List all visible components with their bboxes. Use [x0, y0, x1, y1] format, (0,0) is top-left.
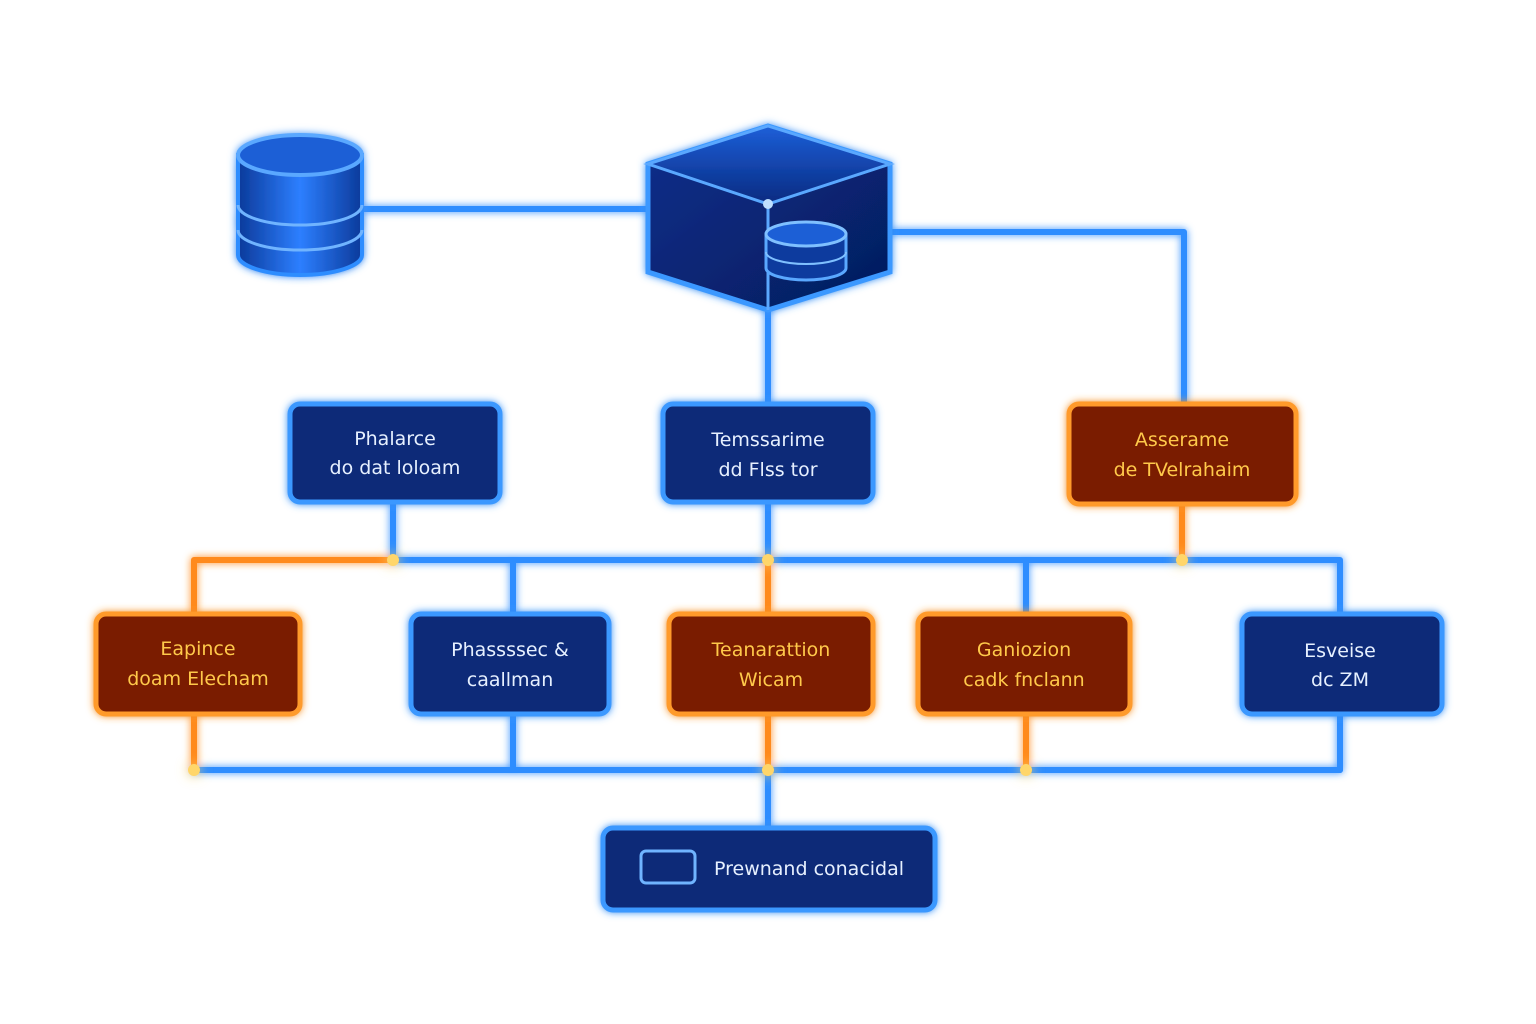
node-mid-2-line2: caallman	[467, 669, 553, 691]
node-top-right-line2: de TVelrahaim	[1114, 459, 1251, 481]
node-mid-4-line2: cadk fnclann	[963, 669, 1084, 691]
node-top-center-line1: Temssarime	[710, 429, 824, 451]
node-mid-4[interactable]	[915, 611, 1133, 717]
junction-dot	[387, 554, 399, 566]
node-bottom[interactable]	[600, 825, 938, 913]
junction-dots	[188, 554, 1188, 776]
node-mid-5[interactable]	[1239, 611, 1445, 717]
junction-dot	[1020, 764, 1032, 776]
node-mid-5-line1: Esveise	[1304, 640, 1376, 662]
connector-hub-to-top-right	[887, 229, 1187, 407]
junction-dot	[188, 764, 200, 776]
node-mid-5-line2: dc ZM	[1311, 669, 1369, 691]
node-mid-2-line1: Phassssec &	[451, 639, 569, 661]
node-mid-3-line2: Wicam	[739, 669, 803, 691]
upper-bus-orange-left	[191, 557, 396, 617]
junction-dot	[1176, 554, 1188, 566]
node-mid-4-line1: Ganiozion	[977, 639, 1071, 661]
node-top-left[interactable]	[287, 401, 503, 505]
node-top-center-line2: dd Flss tor	[718, 459, 817, 481]
node-mid-1[interactable]	[93, 611, 303, 717]
node-labels: Phalarce do dat loloam Temssarime dd Fls…	[127, 428, 1376, 880]
bottom-node-icon-box	[639, 849, 697, 885]
node-mid-3-line1: Teanarattion	[711, 639, 831, 661]
node-mid-2[interactable]	[408, 611, 612, 717]
node-top-right[interactable]	[1066, 401, 1299, 507]
node-boxes	[93, 401, 1445, 913]
node-mid-1-line2: doam Elecham	[127, 668, 269, 690]
node-mid-3[interactable]	[666, 611, 876, 717]
node-bottom-label: Prewnand conacidal	[714, 858, 904, 880]
node-top-left-line1: Phalarce	[354, 428, 436, 450]
node-top-center[interactable]	[660, 401, 876, 505]
upper-bus-blue	[390, 557, 1343, 617]
hub-cube-icon	[643, 123, 895, 313]
node-top-left-line2: do dat loloam	[330, 457, 461, 479]
database-icon	[236, 133, 364, 277]
node-top-right-line1: Asserame	[1135, 429, 1229, 451]
node-mid-1-line1: Eapince	[160, 638, 235, 660]
hub-inner-database-icon	[764, 220, 848, 282]
junction-dot	[762, 764, 774, 776]
junction-dot	[762, 554, 774, 566]
